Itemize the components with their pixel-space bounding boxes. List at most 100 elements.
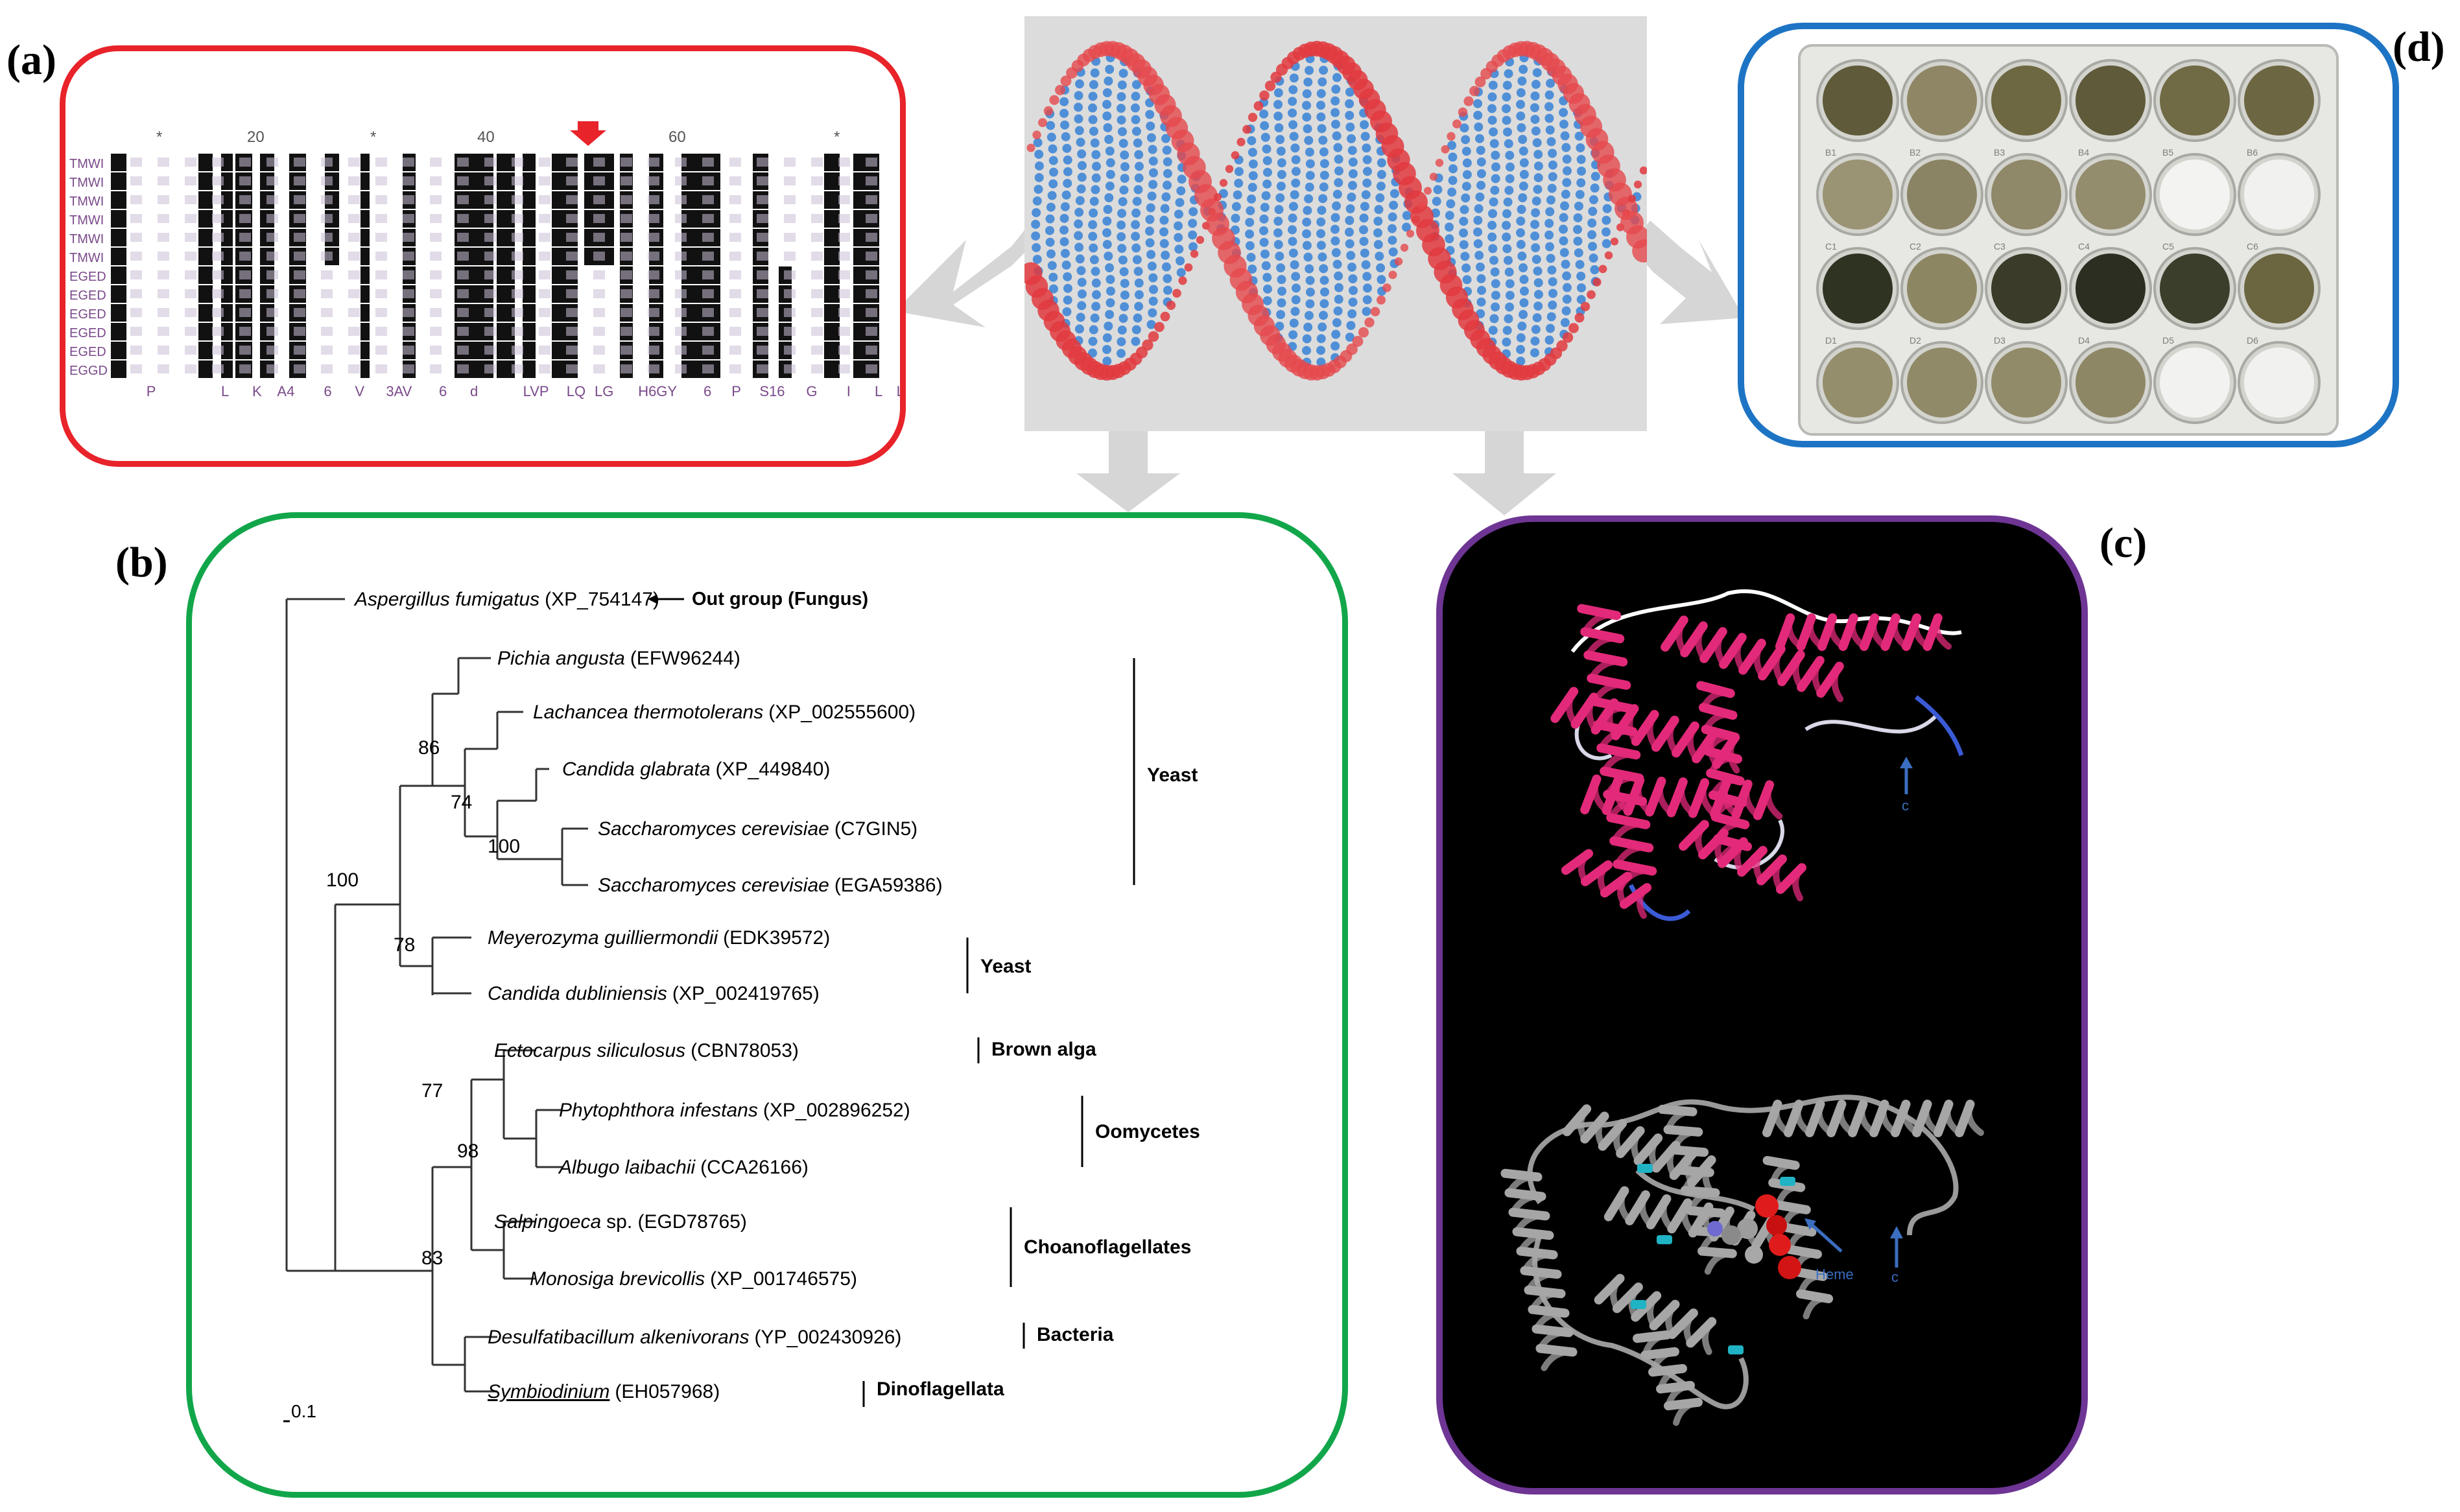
residue-glyph (321, 158, 333, 167)
residue-glyph (158, 308, 169, 317)
residue-glyph (566, 214, 578, 223)
residue-glyph (757, 176, 768, 185)
dna-base-bead (1489, 314, 1499, 324)
sequence-name: EGGD (69, 364, 108, 378)
dna-base-bead (1289, 73, 1299, 83)
alpha-helix-gray (1541, 1349, 1576, 1371)
dna-base-bead (1077, 149, 1087, 159)
residue-glyph (484, 364, 496, 373)
residue-glyph (866, 270, 877, 279)
well-label: B1 (1825, 147, 1836, 158)
dna-base-bead (1503, 255, 1513, 265)
dna-base-bead (1348, 286, 1358, 296)
residue-glyph (512, 308, 523, 317)
dna-base-bead (1504, 139, 1513, 148)
dna-base-bead (1046, 249, 1056, 259)
dna-base-bead (1102, 228, 1112, 238)
consensus-residue: LVP (523, 383, 549, 399)
dna-base-bead (1102, 333, 1112, 343)
residue-glyph (621, 289, 632, 298)
residue-glyph (811, 176, 823, 185)
dna-base-bead (1504, 314, 1513, 324)
tree-leaf-label: Monosiga brevicollis(XP_001746575) (530, 1268, 857, 1290)
dna-base-bead (1562, 271, 1572, 281)
residue-glyph (185, 364, 196, 373)
sequence-name: EGED (69, 289, 106, 303)
dna-base-bead (1559, 119, 1568, 129)
dna-base-bead (1461, 193, 1471, 203)
dna-base-bead (1319, 276, 1329, 285)
alignment-conserved-block (111, 154, 126, 171)
dna-base-bead (1163, 169, 1172, 178)
dna-base-bead (1516, 88, 1526, 98)
dna-base-bead (1345, 216, 1354, 226)
residue-glyph (838, 327, 850, 336)
residue-glyph (512, 289, 523, 298)
dna-base-bead (1176, 268, 1186, 278)
dna-base-bead (1319, 147, 1329, 157)
dna-base-bead (1546, 312, 1556, 322)
dna-base-bead (1277, 298, 1286, 308)
residue-glyph (811, 364, 823, 373)
residue-glyph (239, 233, 251, 242)
residue-glyph (266, 233, 278, 242)
heme-arrow (1808, 1221, 1843, 1253)
dna-backbone-bead (1568, 323, 1579, 333)
dna-base-bead (1319, 182, 1329, 192)
residue-glyph (866, 252, 877, 261)
residue-glyph (403, 327, 414, 336)
accession-number: (XP_001746575) (710, 1268, 857, 1290)
residue-glyph (512, 158, 523, 167)
residue-glyph (866, 327, 877, 336)
residue-glyph (757, 346, 768, 355)
dna-base-bead (1473, 99, 1483, 108)
residue-glyph (729, 346, 741, 355)
residue-glyph (729, 176, 741, 185)
group-label: Yeast (980, 956, 1031, 977)
sequence-name: TMWI (69, 232, 104, 246)
dna-base-bead (1088, 103, 1097, 113)
dna-backbone-bead (1148, 331, 1159, 342)
tree-leaf-label: Desulfatibacillum alkenivorans(YP_002430… (488, 1327, 901, 1348)
dna-base-bead (1447, 141, 1457, 150)
alignment-conserved-block (111, 285, 126, 303)
well (1907, 348, 1977, 418)
dna-backbone-bead (1178, 276, 1187, 285)
accession-number: (XP_002896252) (763, 1100, 910, 1121)
dna-base-bead (1373, 217, 1383, 226)
residue-glyph (866, 308, 877, 317)
dna-base-bead (1531, 208, 1541, 218)
dna-base-bead (1562, 166, 1572, 176)
dna-base-bead (1059, 97, 1069, 106)
bootstrap-value: 83 (421, 1247, 443, 1269)
dna-base-bead (1331, 213, 1340, 222)
residue-glyph (375, 327, 387, 336)
dna-backbone-bead (1032, 130, 1041, 139)
dna-base-bead (1519, 310, 1528, 320)
residue-glyph (702, 158, 714, 167)
dna-base-bead (1347, 181, 1357, 191)
dna-base-bead (1530, 231, 1540, 241)
residue-glyph (321, 214, 333, 223)
dna-base-bead (1106, 170, 1115, 180)
dna-base-bead (1117, 244, 1127, 254)
residue-glyph (729, 270, 741, 279)
dna-base-bead (1544, 230, 1554, 240)
dna-base-bead (1302, 100, 1312, 110)
dna-base-bead (1591, 172, 1600, 182)
dna-base-bead (1089, 255, 1099, 265)
alignment-conserved-block (824, 304, 840, 322)
residue-glyph (457, 214, 469, 223)
group-label: Brown alga (991, 1039, 1096, 1060)
residue-glyph (784, 270, 796, 279)
dna-base-bead (1487, 92, 1497, 102)
dna-base-bead (1106, 158, 1115, 168)
dna-base-bead (1334, 166, 1343, 176)
dna-base-bead (1334, 283, 1343, 292)
alignment-conserved-block (111, 229, 126, 246)
residue-glyph (375, 270, 387, 279)
dna-base-bead (1589, 195, 1598, 205)
dna-backbone-bead (1172, 289, 1181, 298)
residue-glyph (838, 214, 850, 223)
residue-glyph (675, 364, 687, 373)
